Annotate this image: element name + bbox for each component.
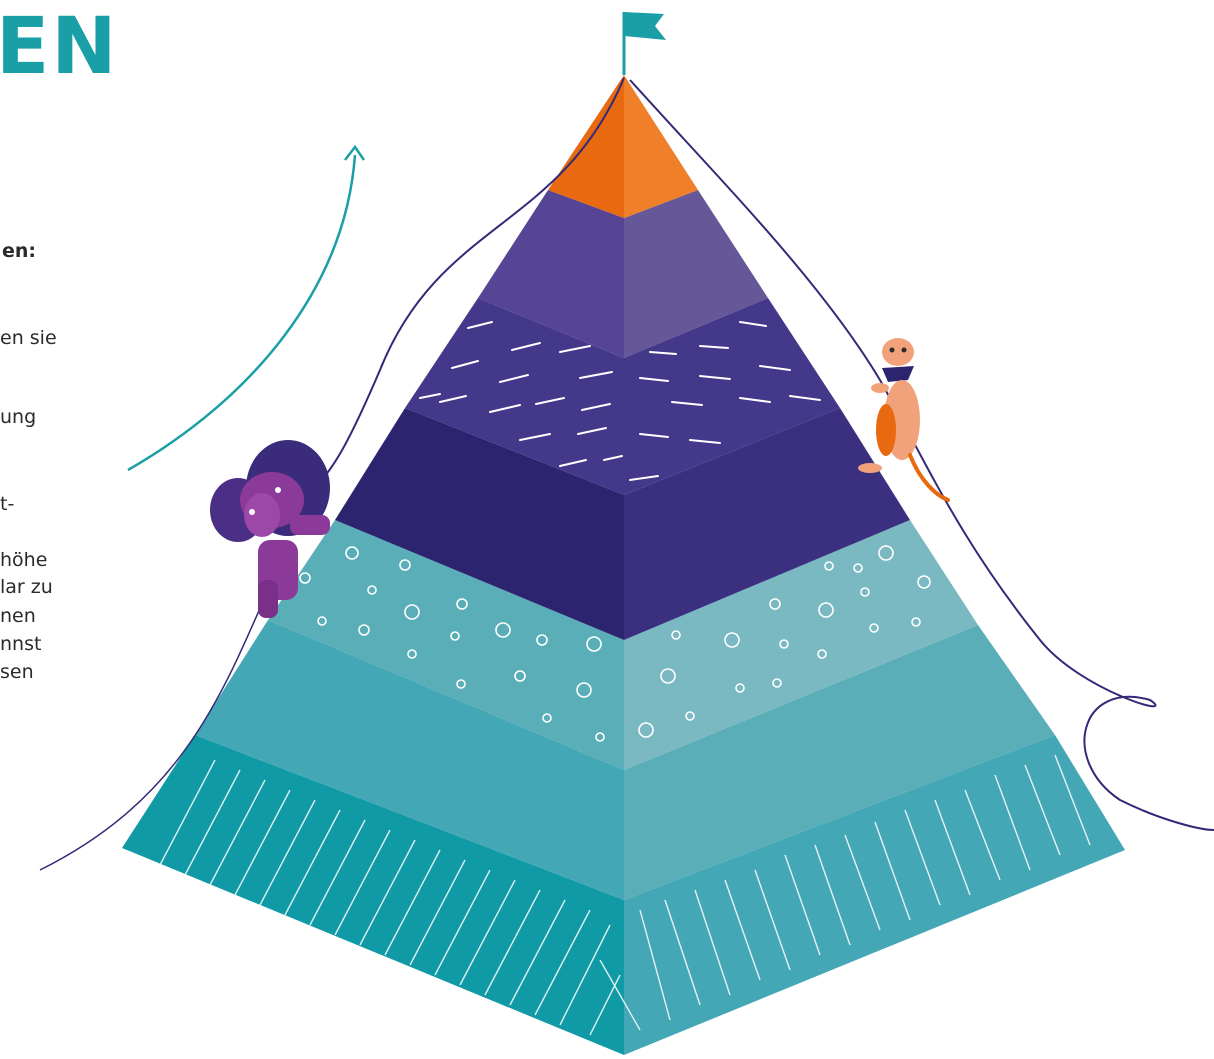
flag-icon: [624, 12, 666, 40]
curved-arrow: [128, 155, 355, 470]
